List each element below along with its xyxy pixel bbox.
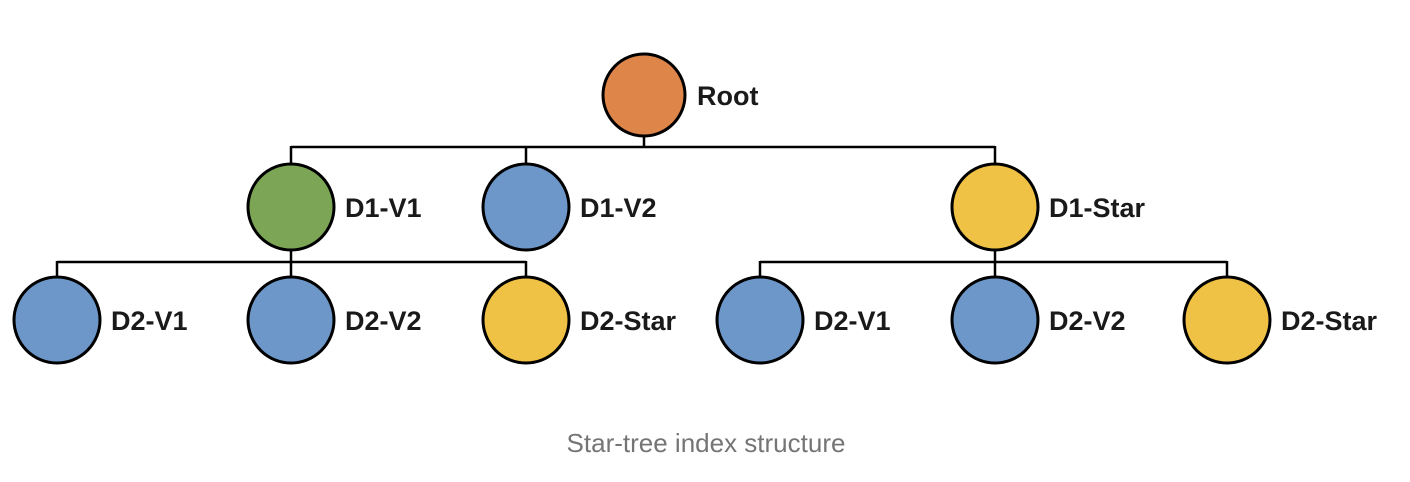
node-left-d2-v1-circle — [12, 275, 102, 365]
node-root-label: Root — [697, 81, 758, 111]
node-left-d2-star-label: D2-Star — [580, 306, 677, 336]
node-right-d2-star-label: D2-Star — [1281, 306, 1378, 336]
node-d1-v1-circle — [246, 162, 336, 252]
node-left-d2-v2-label: D2-V2 — [345, 306, 422, 336]
node-right-d2-v2-circle — [950, 275, 1040, 365]
node-root-circle — [601, 52, 687, 138]
node-d1-v2: D1-V2 — [481, 162, 657, 252]
diagram-caption: Star-tree index structure — [567, 428, 846, 458]
node-d1-star-circle — [950, 162, 1040, 252]
node-right-d2-star: D2-Star — [1182, 275, 1378, 365]
node-left-d2-v2-circle — [246, 275, 336, 365]
node-d1-v1-label: D1-V1 — [345, 193, 422, 223]
node-right-d2-star-circle — [1182, 275, 1272, 365]
node-d1-v2-label: D1-V2 — [580, 193, 657, 223]
node-d1-star-label: D1-Star — [1049, 193, 1146, 223]
node-right-d2-v1: D2-V1 — [715, 275, 891, 365]
connector-root-to-level2 — [289, 134, 997, 170]
node-right-d2-v1-circle — [715, 275, 805, 365]
node-d1-v1: D1-V1 — [246, 162, 422, 252]
node-left-d2-v2: D2-V2 — [246, 275, 422, 365]
node-right-d2-v2: D2-V2 — [950, 275, 1126, 365]
node-d1-star: D1-Star — [950, 162, 1146, 252]
node-left-d2-star: D2-Star — [481, 275, 677, 365]
node-left-d2-v1-label: D2-V1 — [111, 306, 188, 336]
node-right-d2-v1-label: D2-V1 — [814, 306, 891, 336]
node-right-d2-v2-label: D2-V2 — [1049, 306, 1126, 336]
node-d1-v2-circle — [481, 162, 571, 252]
node-root: Root — [601, 52, 758, 138]
node-left-d2-star-circle — [481, 275, 571, 365]
node-left-d2-v1: D2-V1 — [12, 275, 188, 365]
